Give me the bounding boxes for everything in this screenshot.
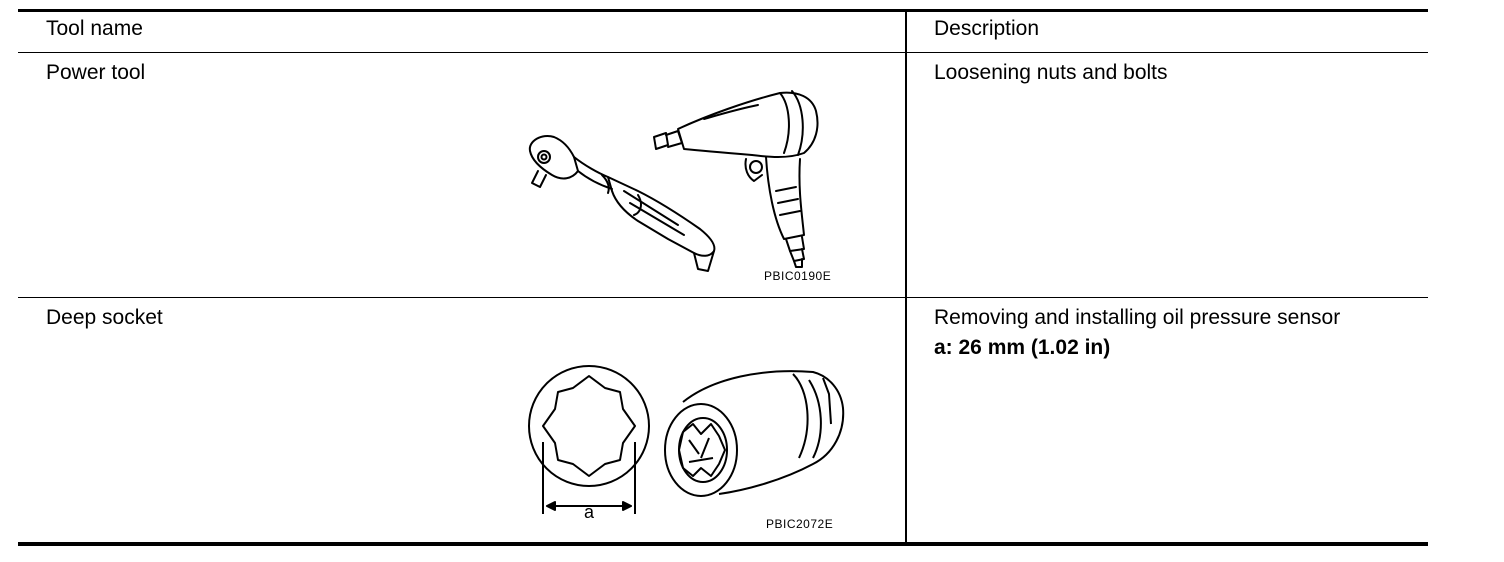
- column-divider: [905, 9, 907, 545]
- row1-figure-code: PBIC0190E: [764, 269, 832, 283]
- impact-wrench-icon: [653, 90, 819, 268]
- ratchet-wrench-icon: [528, 135, 716, 272]
- table-top-rule: [18, 9, 1428, 12]
- socket-end-view-icon: [528, 365, 650, 514]
- row1-description: Loosening nuts and bolts: [934, 61, 1168, 84]
- row1-tool-name: Power tool: [46, 61, 146, 84]
- row-divider: [18, 297, 1428, 298]
- power-tool-figure: [528, 90, 819, 272]
- row2-description: Removing and installing oil pressure sen…: [934, 306, 1341, 329]
- deep-socket-icon: [664, 370, 845, 497]
- table-bottom-rule: [18, 542, 1428, 546]
- tool-table: Tool name Description Power tool Looseni…: [18, 9, 1428, 546]
- row2-spec: a: 26 mm (1.02 in): [934, 336, 1111, 359]
- deep-socket-figure: [528, 365, 845, 514]
- row2-figure-code: PBIC2072E: [766, 517, 834, 531]
- header-tool-name: Tool name: [46, 17, 143, 40]
- row2-tool-name: Deep socket: [46, 306, 163, 329]
- header-description: Description: [934, 17, 1040, 40]
- header-divider: [18, 52, 1428, 53]
- dimension-label: a: [584, 502, 595, 522]
